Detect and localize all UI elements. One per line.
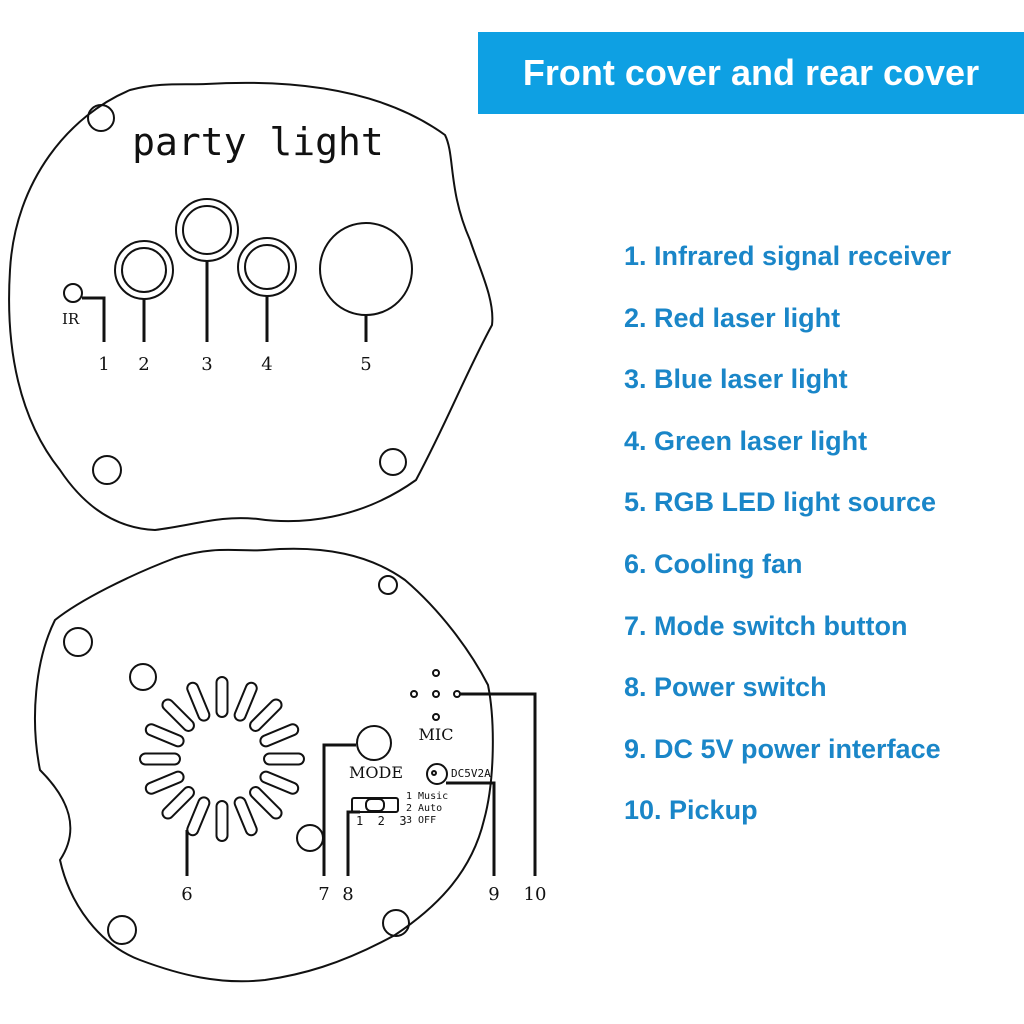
- rear-cover-outline: [34, 547, 494, 983]
- title-banner: Front cover and rear cover: [478, 32, 1024, 114]
- legend-item-7: 7. Mode switch button: [624, 610, 908, 641]
- legend-item-8: 8. Power switch: [624, 672, 827, 703]
- legend-item-5: 5. RGB LED light source: [624, 487, 937, 518]
- callout-number-1: 1: [98, 354, 109, 375]
- legend-item-6: 6. Cooling fan: [624, 548, 803, 579]
- callout-number-9: 9: [488, 884, 499, 905]
- fan-vent-slot: [161, 698, 195, 732]
- callout-line-8: [346, 810, 360, 876]
- switch-option-off: 3 OFF: [406, 815, 436, 826]
- legend-item-9: 9. DC 5V power interface: [624, 733, 941, 764]
- fan-vent-slot: [233, 796, 258, 837]
- fan-vent-slot: [249, 698, 283, 732]
- callout-line-9: [446, 781, 496, 876]
- fan-vent-slot: [249, 786, 283, 820]
- switch-option-music: 1 Music: [406, 791, 448, 802]
- screw-hole: [296, 824, 324, 852]
- switch-positions: 1 2 3: [356, 814, 407, 828]
- power-switch-knob-icon: [365, 798, 385, 812]
- fan-vent-slot: [215, 800, 229, 842]
- mic-label: MIC: [419, 725, 454, 744]
- screw-hole: [92, 455, 122, 485]
- fan-vent-slot: [215, 676, 229, 718]
- legend-item-3: 3. Blue laser light: [624, 364, 848, 395]
- callout-number-6: 6: [181, 884, 192, 905]
- power-switch-icon: [351, 797, 399, 813]
- dc-power-port-icon: [426, 763, 448, 785]
- screw-hole: [63, 627, 93, 657]
- fan-vent-slot: [144, 770, 185, 795]
- dc-label: DC5V2A: [451, 767, 491, 780]
- callout-number-7: 7: [318, 884, 329, 905]
- front-cover-outline: [8, 81, 494, 532]
- blue-laser-icon: [182, 205, 232, 255]
- screw-hole: [378, 575, 398, 595]
- fan-vent-slot: [186, 796, 211, 837]
- dc-power-port-icon: [431, 770, 437, 776]
- callout-number-10: 10: [524, 884, 547, 905]
- front-cover-title: party light: [132, 120, 384, 164]
- fan-vent-slot: [161, 786, 195, 820]
- mic-pickup-icon: [410, 669, 461, 721]
- fan-vent-slot: [139, 752, 181, 766]
- fan-vent-slot: [233, 681, 258, 722]
- ir-receiver-icon: [63, 283, 83, 303]
- red-laser-icon: [121, 247, 167, 293]
- cooling-fan-icon: [139, 676, 305, 842]
- fan-vent-slot: [259, 770, 300, 795]
- screw-hole: [129, 663, 157, 691]
- rgb-led-icon: [319, 222, 413, 316]
- callout-number-8: 8: [342, 884, 353, 905]
- callout-number-4: 4: [261, 354, 272, 375]
- callout-line-10: [460, 692, 537, 876]
- callout-number-5: 5: [360, 354, 371, 375]
- green-laser-icon: [244, 244, 290, 290]
- callout-line-7: [322, 743, 356, 876]
- fan-vent-slot: [144, 723, 185, 748]
- screw-hole: [382, 909, 410, 937]
- mode-button-icon: [356, 725, 392, 761]
- callout-number-3: 3: [201, 354, 212, 375]
- callout-number-2: 2: [138, 354, 149, 375]
- red-laser-icon: [114, 240, 174, 300]
- ir-label: IR: [62, 310, 80, 328]
- fan-vent-slot: [259, 723, 300, 748]
- switch-option-auto: 2 Auto: [406, 803, 442, 814]
- legend-item-4: 4. Green laser light: [624, 425, 868, 456]
- fan-vent-slot: [263, 752, 305, 766]
- legend-item-10: 10. Pickup: [624, 795, 758, 826]
- legend-item-2: 2. Red laser light: [624, 302, 841, 333]
- parts-legend: 1. Infrared signal receiver 2. Red laser…: [624, 236, 951, 852]
- mode-label: MODE: [349, 763, 403, 782]
- blue-laser-icon: [175, 198, 239, 262]
- green-laser-icon: [237, 237, 297, 297]
- screw-hole: [107, 915, 137, 945]
- legend-item-1: 1. Infrared signal receiver: [624, 241, 952, 271]
- fan-vent-slot: [186, 681, 211, 722]
- callout-line-1: [82, 296, 106, 342]
- screw-hole: [87, 104, 115, 132]
- screw-hole: [379, 448, 407, 476]
